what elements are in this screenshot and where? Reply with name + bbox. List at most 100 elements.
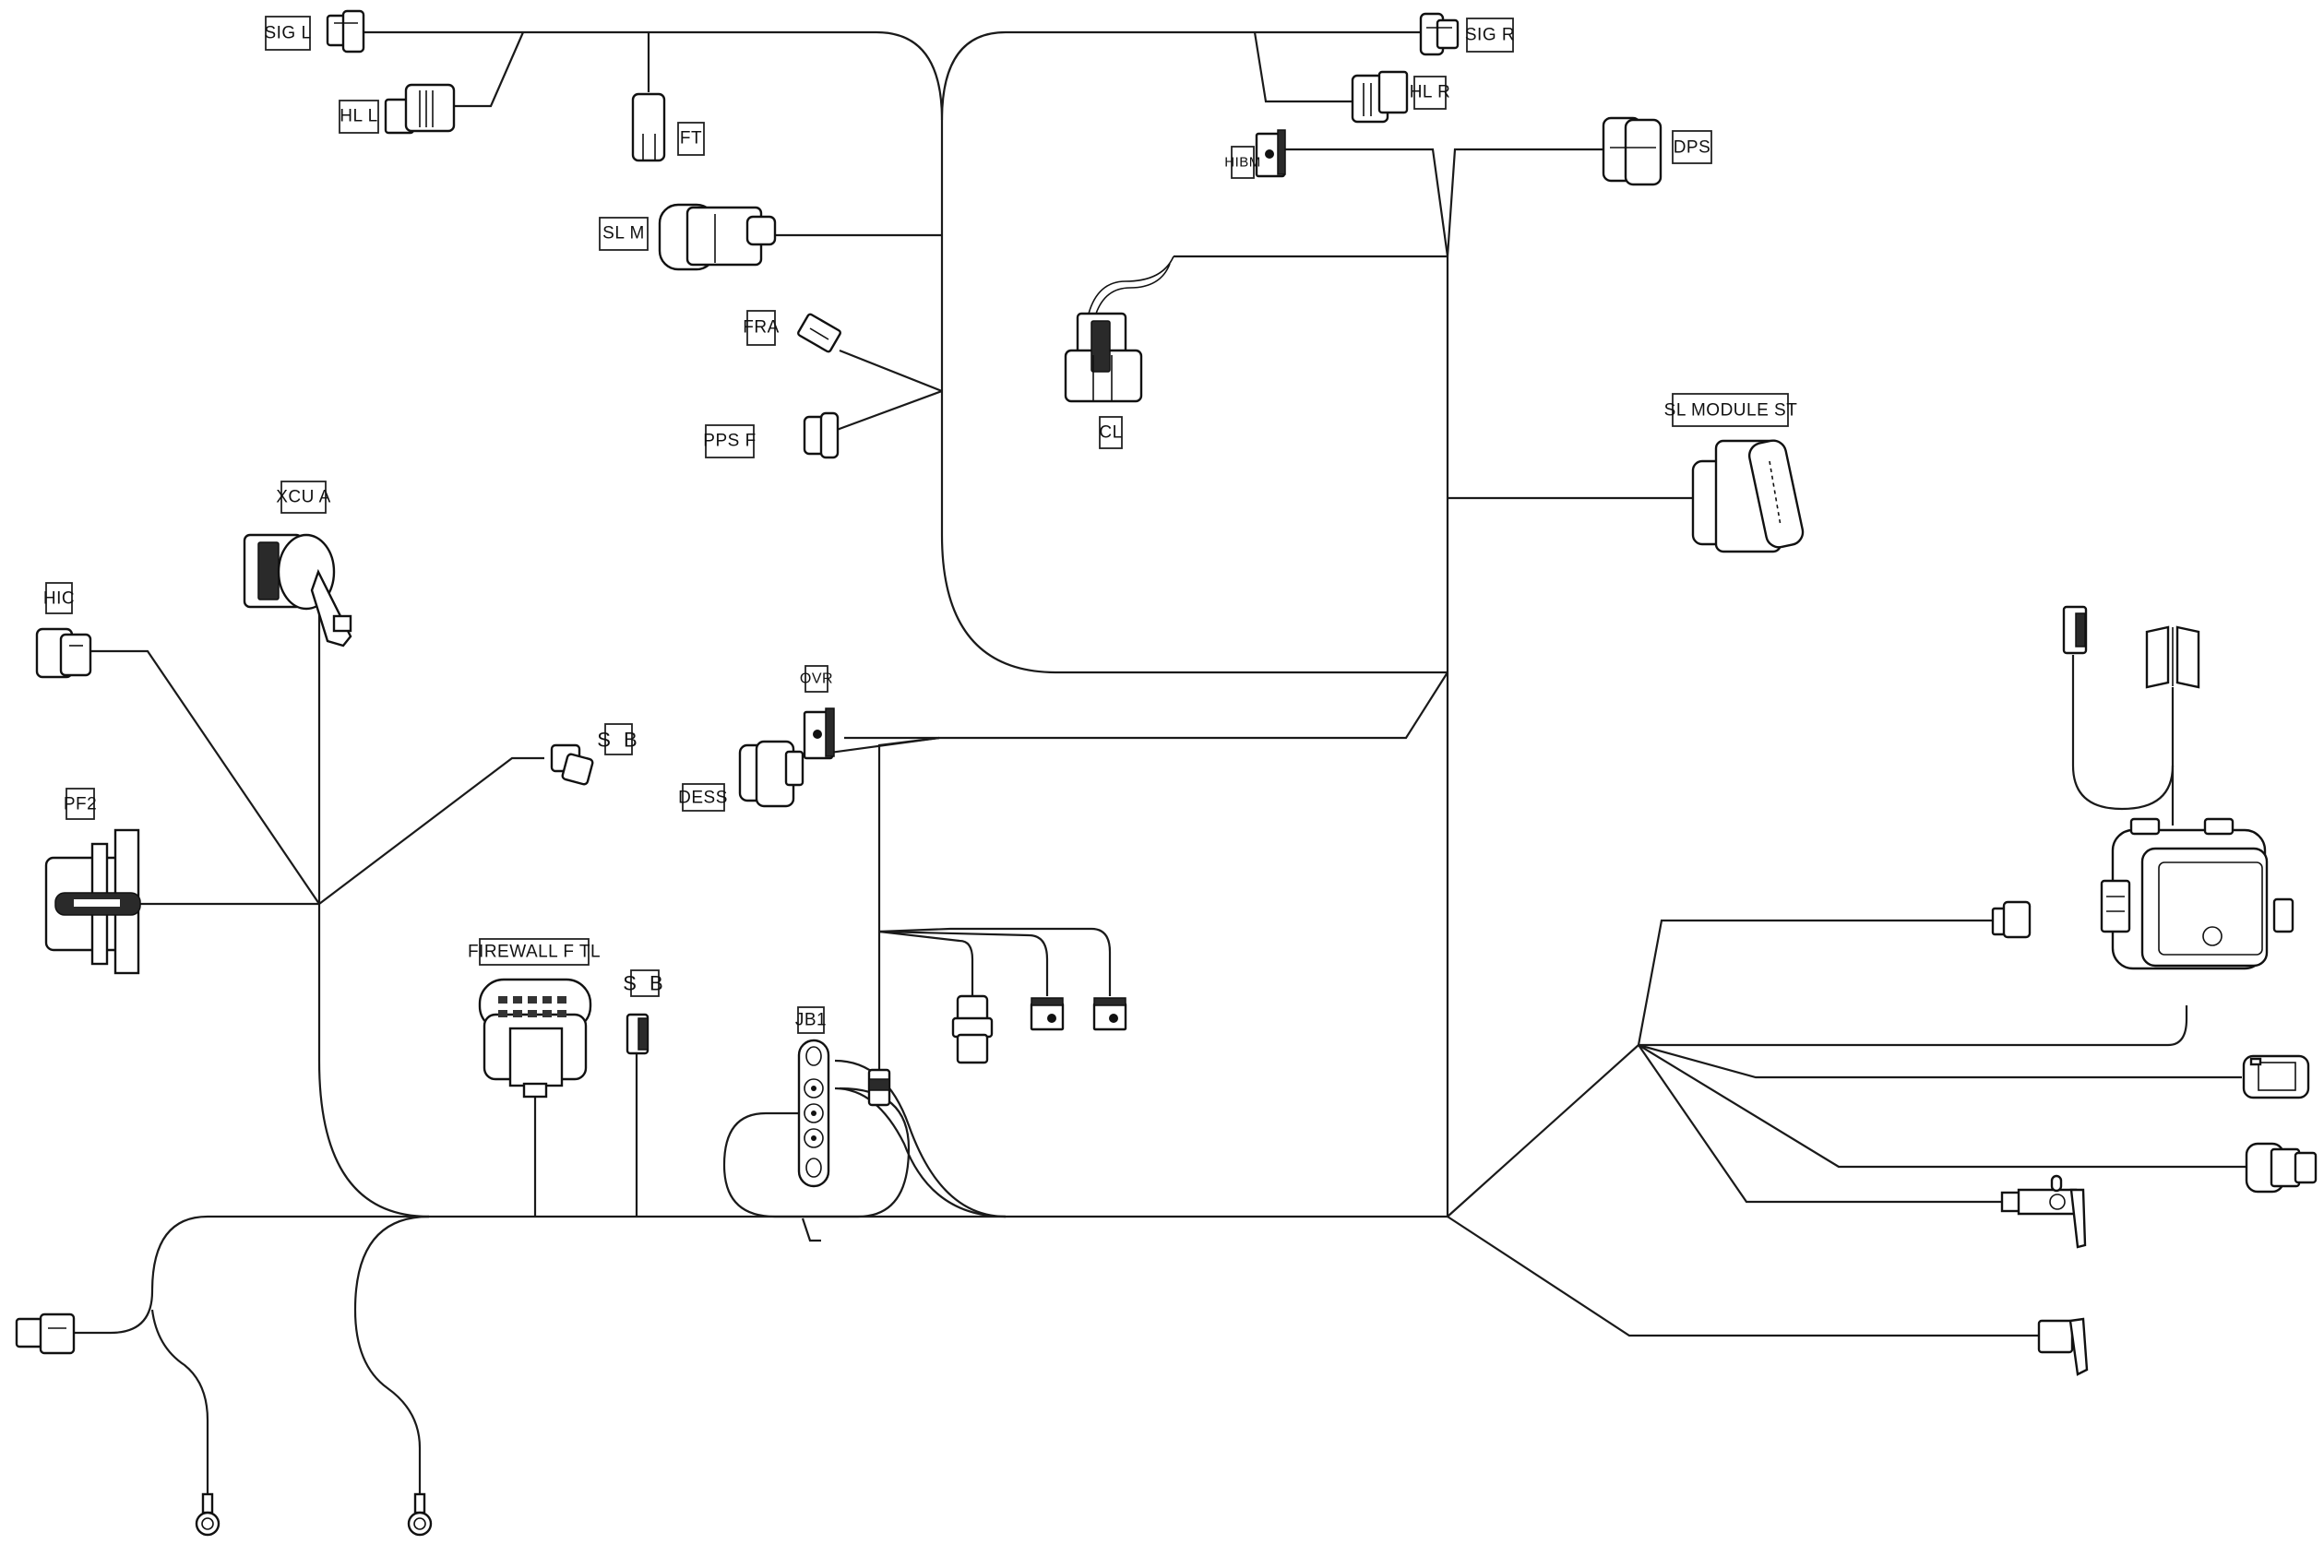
svg-text:DPS: DPS <box>1674 138 1711 158</box>
fra-connector-icon[interactable] <box>797 313 841 353</box>
wire-post-acc <box>1638 1044 2002 1204</box>
firewall-f-tl-connector-icon[interactable] <box>478 978 592 1099</box>
sb-lower-connector-icon[interactable] <box>626 1013 650 1055</box>
sl-module-st-connector-icon[interactable] <box>1691 438 1806 553</box>
stsw-connector-icon[interactable] <box>867 1068 891 1107</box>
pf3-connector-icon[interactable] <box>2245 1142 2318 1194</box>
sig-l-connector-icon[interactable] <box>326 9 365 53</box>
pf1-fuse-box-icon[interactable] <box>2100 817 2294 970</box>
cl-connector-icon[interactable] <box>1064 255 1174 403</box>
sl-2x4-connector-icon[interactable] <box>1030 997 1065 1031</box>
svg-text:PPS F: PPS F <box>703 432 756 451</box>
wire-fp <box>1637 919 1993 1046</box>
label-hic: HIC <box>43 582 75 614</box>
wire-sl-2x4 <box>878 930 1049 996</box>
xcu-a-connector-icon[interactable] <box>243 533 352 647</box>
label-ft: FT <box>677 122 705 156</box>
pf2-connector-icon[interactable] <box>44 828 141 975</box>
dlc-connector-icon[interactable] <box>2242 1054 2310 1099</box>
svg-text:HIC: HIC <box>43 589 75 609</box>
wire-jb1-loop-3 <box>834 1059 1007 1218</box>
svg-text:S B: S B <box>623 972 666 995</box>
wire-jb1-loop-2 <box>834 1087 1007 1218</box>
dps-connector-icon[interactable] <box>1602 116 1663 186</box>
dc1-connector-icon[interactable] <box>2145 625 2200 689</box>
svg-text:FRA: FRA <box>743 318 780 338</box>
pps-f-connector-icon[interactable] <box>803 411 840 459</box>
svg-text:SL MODULE ST: SL MODULE ST <box>1664 401 1798 421</box>
label-fra: FRA <box>743 310 780 346</box>
svg-text:JB1: JB1 <box>795 1011 827 1030</box>
wire-ovr <box>844 671 1448 740</box>
ft-connector-icon[interactable] <box>631 92 666 162</box>
svg-text:FIREWALL F TL: FIREWALL F TL <box>468 943 601 962</box>
post-acc-terminal-icon[interactable] <box>2000 1174 2087 1249</box>
hic-connector-icon[interactable] <box>35 627 92 679</box>
svg-text:XCU A: XCU A <box>276 488 331 507</box>
bp1-ring-terminal-icon[interactable] <box>195 1492 220 1537</box>
wire-ss <box>74 1215 209 1335</box>
svg-text:S B: S B <box>597 729 640 752</box>
wires <box>66 30 2246 1508</box>
svg-text:FT: FT <box>680 129 702 148</box>
svg-text:SIG L: SIG L <box>264 24 311 43</box>
cl-keypad-connector-icon[interactable] <box>951 994 994 1064</box>
svg-text:OVR: OVR <box>800 671 833 687</box>
svg-text:PF2: PF2 <box>64 795 97 814</box>
wire-pf3 <box>1638 1044 2246 1169</box>
svg-text:HL R: HL R <box>1410 83 1451 102</box>
hl-l-connector-icon[interactable] <box>384 83 456 135</box>
wire-pps-f <box>836 389 943 432</box>
svg-text:HIBM: HIBM <box>1224 155 1261 171</box>
sig-r-connector-icon[interactable] <box>1419 12 1460 56</box>
wire-d2-leader <box>801 1218 821 1242</box>
label-dess: DESS <box>678 783 728 812</box>
jb1-junction-block-icon[interactable] <box>797 1039 830 1188</box>
label-firewall-f-tl: FIREWALL F TL <box>468 938 601 966</box>
svg-text:HL L: HL L <box>340 107 377 126</box>
label-hibm: HIBM <box>1224 146 1261 179</box>
wire-hl-r <box>1253 31 1352 103</box>
fp-connector-icon[interactable] <box>1991 900 2032 939</box>
svg-text:DESS: DESS <box>678 789 728 808</box>
label-sl-module-st: SL MODULE ST <box>1664 393 1798 427</box>
label-sig-l: SIG L <box>264 16 311 51</box>
svg-text:SL M: SL M <box>602 224 645 244</box>
wire-hibm <box>1275 148 1449 257</box>
wire-trunk-top-left <box>364 30 944 121</box>
svg-text:SIG R: SIG R <box>1465 26 1515 45</box>
sl-m-connector-icon[interactable] <box>658 203 777 271</box>
label-hl-l: HL L <box>339 100 379 134</box>
wire-cl-keypad <box>878 930 974 996</box>
post-plus-terminal-icon[interactable] <box>2037 1317 2089 1376</box>
connector-labels: SIG L HL L FT SL M FRA PPS F SIG R HL R … <box>43 16 1798 1034</box>
ss-connector-icon[interactable] <box>15 1313 76 1355</box>
label-pf2: PF2 <box>64 788 97 820</box>
ovr-connector-icon[interactable] <box>803 707 835 760</box>
label-pps-f: PPS F <box>703 424 756 458</box>
label-sl-m: SL M <box>599 217 649 251</box>
wire-jb1-loop-1 <box>722 1087 911 1218</box>
dess-connector-icon[interactable] <box>738 740 804 808</box>
wire-sb-upper <box>318 756 544 905</box>
label-hl-r: HL R <box>1410 76 1451 110</box>
bn1-ring-terminal-icon[interactable] <box>407 1492 433 1537</box>
wire-central-loop <box>940 120 1448 674</box>
wire-pf1 <box>1639 1005 2188 1047</box>
wire-bn1 <box>353 1215 430 1508</box>
sb-upper-connector-icon[interactable] <box>550 743 594 786</box>
wire-trunk-top-right <box>940 30 1421 121</box>
hibm-connector-icon[interactable] <box>1255 129 1286 178</box>
label-sb-upper: S B <box>597 723 640 755</box>
label-cl: CL <box>1099 416 1123 449</box>
label-ovr: OVR <box>800 665 833 693</box>
hl-r-connector-icon[interactable] <box>1351 70 1409 124</box>
label-sig-r: SIG R <box>1465 18 1515 53</box>
label-sb-lower: S B <box>623 969 666 997</box>
svg-text:CL: CL <box>1099 423 1122 443</box>
connector-shapes <box>15 9 2318 1537</box>
wire-fra <box>839 349 943 393</box>
sl-mode-sw-connector-icon[interactable] <box>1092 997 1127 1031</box>
dc3-connector-icon[interactable] <box>2062 605 2088 655</box>
